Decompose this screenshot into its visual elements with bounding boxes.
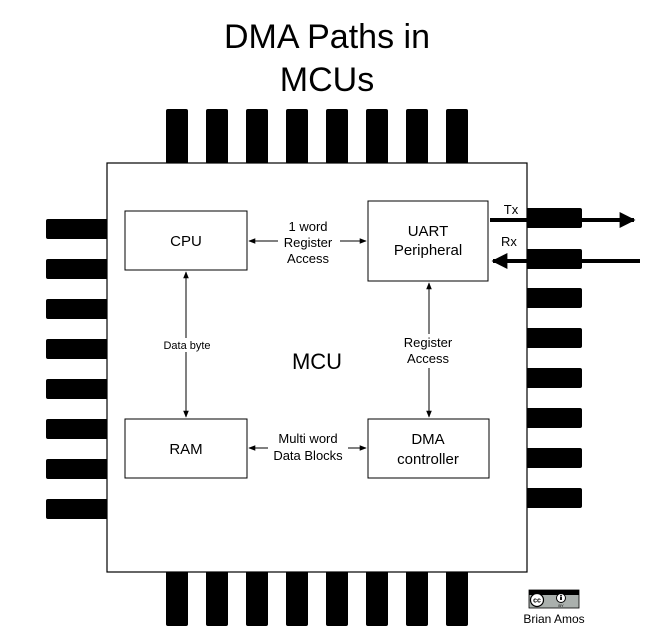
bottom-pins [166,570,468,626]
by-label: BY [558,603,564,608]
dma-controller-block: DMA controller [367,418,490,479]
ram-dma-label-line-2: Data Blocks [273,448,343,463]
cpu-label: CPU [170,233,202,250]
ram-dma-label-line-1: Multi word [278,431,337,446]
uart-peripheral-block: UART Peripheral [367,200,489,282]
cpu-uart-label-line-1: 1 word [288,219,327,234]
cpu-block: CPU [124,210,248,271]
mcu-label: MCU [292,349,342,374]
dma-label-line-2: controller [397,451,459,468]
top-pins [166,109,468,164]
cpu-uart-label-line-3: Access [287,251,329,266]
uart-label-line-2: Peripheral [394,242,462,259]
cpu-uart-label-line-2: Register [284,235,333,250]
dma-label-line-1: DMA [411,431,444,448]
author-credit: Brian Amos [523,612,584,626]
cc-icon: cc [533,598,541,605]
right-pins [526,208,582,508]
rx-label: Rx [501,234,517,249]
uart-label-line-1: UART [408,223,449,240]
uart-dma-label-line-2: Access [407,351,449,366]
attribution-icon [560,594,562,597]
uart-dma-label-line-1: Register [404,335,453,350]
left-pins [46,219,108,519]
diagram-title-line-2: MCUs [280,61,374,99]
cc-by-license-badge: cc BY [528,589,580,609]
cpu-ram-label: Data byte [163,340,210,352]
ram-label: RAM [169,441,202,458]
tx-label: Tx [504,202,519,217]
ram-block: RAM [124,418,248,479]
diagram-title-line-1: DMA Paths in [224,18,430,56]
